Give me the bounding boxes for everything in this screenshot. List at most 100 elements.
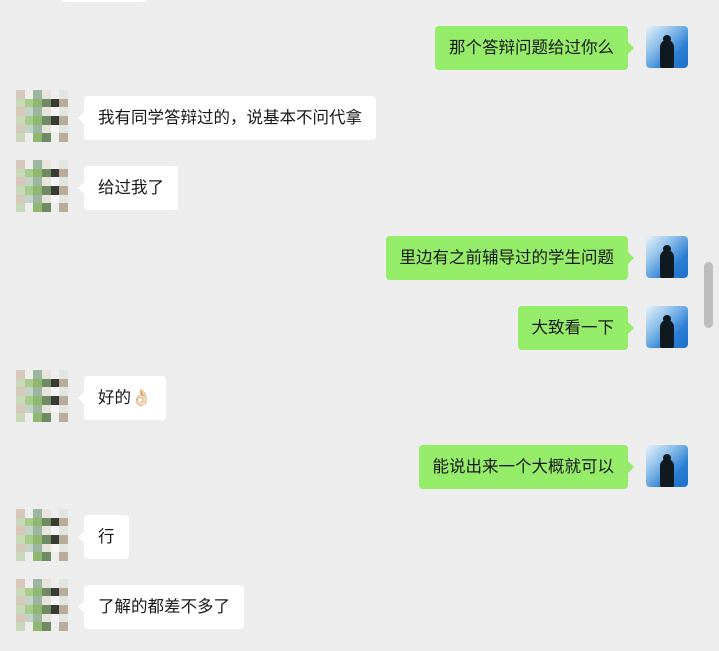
avatar-pixel: [24, 605, 34, 614]
avatar-pixel: [24, 526, 34, 535]
avatar-pixel: [33, 579, 42, 588]
avatar-pixel: [16, 90, 25, 99]
avatar-pixel: [42, 98, 51, 108]
avatar-pixel: [16, 160, 25, 169]
avatar-pixel: [33, 177, 42, 186]
avatar-pixel: [16, 605, 25, 614]
avatar-pixel: [59, 596, 68, 605]
contact-avatar[interactable]: [16, 370, 68, 422]
message-sent: 大致看一下: [0, 306, 719, 350]
avatar-pixel: [59, 378, 68, 388]
avatar-pixel: [50, 370, 60, 379]
contact-avatar[interactable]: [16, 90, 68, 142]
avatar-pixel: [42, 535, 51, 544]
avatar-pixel: [16, 107, 25, 116]
message-bubble[interactable]: 能说出来一个大概就可以: [418, 445, 634, 489]
avatar-pixel: [50, 133, 60, 142]
avatar-pixel: [24, 396, 34, 405]
avatar-pixel: [50, 526, 60, 535]
avatar-pixel: [16, 177, 25, 186]
message-bubble[interactable]: 了解的都差不多了: [78, 585, 244, 629]
message-sent: 能说出来一个大概就可以: [0, 445, 719, 489]
avatar-pixel: [50, 596, 60, 605]
avatar-pixel: [59, 203, 68, 212]
message-sent: 那个答辩问题给过你么: [0, 26, 719, 70]
avatar-pixel: [59, 509, 68, 518]
my-avatar[interactable]: [646, 445, 688, 487]
avatar-pixel: [24, 509, 34, 518]
message-received: 我有同学答辩过的，说基本不问代拿: [0, 90, 719, 142]
avatar-pixel: [42, 596, 51, 605]
my-avatar[interactable]: [646, 26, 688, 68]
avatar-pixel: [42, 526, 51, 535]
avatar-pixel: [59, 526, 68, 535]
avatar-pixel: [24, 517, 34, 527]
avatar-pixel: [16, 579, 25, 588]
avatar-pixel: [24, 107, 34, 116]
message-bubble[interactable]: 给过我了: [78, 166, 178, 210]
contact-avatar[interactable]: [16, 579, 68, 631]
avatar-pixel: [59, 552, 68, 561]
message-bubble[interactable]: 那个答辩问题给过你么: [435, 26, 634, 70]
avatar-pixel: [42, 396, 51, 405]
avatar-pixel: [24, 98, 34, 108]
avatar-pixel: [59, 605, 68, 614]
avatar-pixel: [33, 587, 42, 597]
avatar-pixel: [59, 107, 68, 116]
message-bubble[interactable]: 大致看一下: [517, 306, 634, 350]
avatar-pixel: [24, 378, 34, 388]
avatar-pixel: [24, 404, 34, 414]
avatar-pixel: [16, 396, 25, 405]
avatar-pixel: [50, 160, 60, 169]
avatar-pixel: [33, 378, 42, 388]
avatar-pixel: [42, 133, 51, 142]
avatar-pixel: [59, 194, 68, 204]
avatar-pixel: [33, 596, 42, 605]
avatar-pixel: [50, 404, 60, 414]
avatar-pixel: [42, 90, 51, 99]
avatar-pixel: [16, 186, 25, 195]
avatar-pixel: [16, 509, 25, 518]
avatar-pixel: [33, 535, 42, 544]
avatar-pixel: [16, 404, 25, 414]
avatar-pixel: [33, 613, 42, 623]
avatar-pixel: [42, 107, 51, 116]
avatar-pixel: [50, 396, 60, 405]
avatar-pixel: [33, 186, 42, 195]
avatar-pixel: [24, 552, 34, 561]
avatar-pixel: [42, 124, 51, 134]
avatar-pixel: [50, 168, 60, 178]
avatar-pixel: [16, 98, 25, 108]
avatar-pixel: [33, 622, 42, 631]
message-bubble[interactable]: 好的👌🏻: [78, 376, 166, 420]
my-avatar[interactable]: [646, 306, 688, 348]
avatar-pixel: [24, 203, 34, 212]
avatar-pixel: [33, 194, 42, 204]
message-bubble[interactable]: 行: [78, 515, 129, 559]
avatar-pixel: [16, 133, 25, 142]
avatar-pixel: [50, 622, 60, 631]
avatar-pixel: [50, 579, 60, 588]
contact-avatar[interactable]: [16, 160, 68, 212]
avatar-pixel: [33, 396, 42, 405]
avatar-pixel: [59, 160, 68, 169]
my-avatar[interactable]: [646, 236, 688, 278]
avatar-pixel: [16, 526, 25, 535]
avatar-pixel: [24, 133, 34, 142]
avatar-pixel: [33, 168, 42, 178]
avatar-pixel: [59, 613, 68, 623]
scrollbar-thumb[interactable]: [704, 262, 713, 328]
message-bubble[interactable]: 我有同学答辩过的，说基本不问代拿: [78, 96, 376, 140]
avatar-pixel: [16, 203, 25, 212]
avatar-pixel: [33, 605, 42, 614]
avatar-pixel: [50, 613, 60, 623]
avatar-pixel: [33, 404, 42, 414]
avatar-pixel: [24, 587, 34, 597]
avatar-pixel: [33, 387, 42, 396]
message-bubble[interactable]: 里边有之前辅导过的学生问题: [385, 236, 634, 280]
avatar-pixel: [59, 396, 68, 405]
avatar-pixel: [50, 186, 60, 195]
avatar-pixel: [42, 168, 51, 178]
contact-avatar[interactable]: [16, 509, 68, 561]
avatar-pixel: [42, 194, 51, 204]
